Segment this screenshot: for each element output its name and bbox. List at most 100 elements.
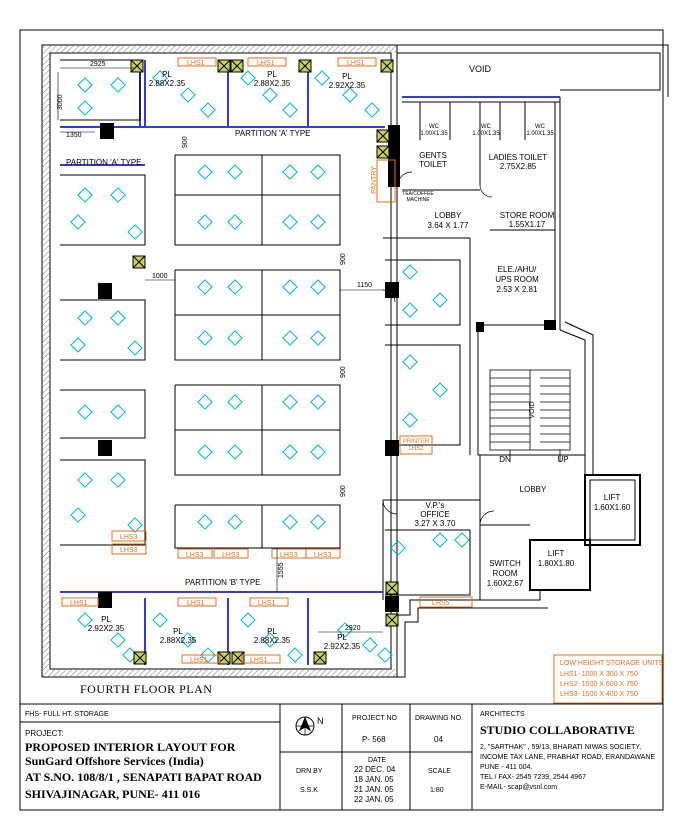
partition-a-left-label: PARTITION 'A' TYPE <box>66 158 142 167</box>
storage-legend-row: LHS1- 1000 X 300 X 750 <box>560 671 638 678</box>
architects-label: ARCHITECTS <box>480 711 525 718</box>
date-value: 22 JAN. 05 <box>354 795 394 804</box>
lhs-label: LHS1 <box>190 657 208 664</box>
lhs-label: LHS1 <box>257 60 275 67</box>
up-label: UP <box>557 455 568 464</box>
storage-legend-title: LOW HEIGHT STORAGE UNITS <box>560 660 664 667</box>
pantry-label: PANTRY <box>371 166 378 194</box>
lhs-label: LHS5 <box>432 600 450 607</box>
lhs-label: LHS1 <box>187 60 205 67</box>
doors <box>382 171 495 526</box>
storage-labels: LHS1 LHS1 LHS1 LHS3 LHS3 LHS3 LHS3 LHS3 … <box>70 60 450 664</box>
title-block-text: FHS- FULL HT. STORAGE PROJECT: PROPOSED … <box>25 711 655 804</box>
lobby-lower-label: LOBBY <box>520 485 547 494</box>
fhs-note: FHS- FULL HT. STORAGE <box>25 711 109 718</box>
date-label: DATE <box>368 757 386 764</box>
columns <box>98 123 556 612</box>
storage-legend-row: LHS3- 1500 X 400 X 750 <box>560 691 638 698</box>
drawing-no-label: DRAWING NO. <box>415 715 463 722</box>
staircase <box>489 369 571 462</box>
lhs-label: LHS1 <box>258 600 276 607</box>
dim-label: 1000 <box>152 273 168 280</box>
lhs-label: LHS3 <box>120 547 138 554</box>
date-value: 21 JAN. 05 <box>354 785 394 794</box>
gents-line1: GENTS <box>419 151 447 160</box>
project-label: PROJECT: <box>25 729 64 738</box>
dim-label: 900 <box>340 485 347 497</box>
project-line: AT S.NO. 108/8/1 , SENAPATI BAPAT ROAD <box>25 770 262 784</box>
wall-hatch-bottom <box>42 669 397 677</box>
partition-b-label: PARTITION 'B' TYPE <box>185 578 261 587</box>
partitions <box>60 60 560 665</box>
dim-label: 900 <box>340 253 347 265</box>
void-stair-label: VOID <box>529 401 536 418</box>
lhs-label: LHS1 <box>70 600 88 607</box>
lhs-label: LHS1 <box>347 60 365 67</box>
dim-label: 2925 <box>90 61 106 68</box>
storage-legend: LOW HEIGHT STORAGE UNITS LHS1- 1000 X 30… <box>560 660 664 698</box>
dim-label: 900 <box>340 366 347 378</box>
storage-units <box>61 57 663 704</box>
partition-a-top-label: PARTITION 'A' TYPE <box>235 129 311 138</box>
dim-label: 900 <box>182 136 189 148</box>
address-line: TEL / FAX- 2545 7239, 2544 4967 <box>480 774 586 781</box>
storage-legend-row: LHS2- 1500 X 600 X 750 <box>560 681 638 688</box>
firm-name: STUDIO COLLABORATIVE <box>480 723 635 737</box>
north-label: N <box>317 716 324 726</box>
address-line: INCOME TAX LANE, PRABHAT ROAD, ERANDAWAN… <box>480 754 655 761</box>
date-value: 18 JAN. 05 <box>354 775 394 784</box>
dim-label: 1555 <box>278 562 285 578</box>
address-line: 2, "SARTHAK" , 59/13, BHARATI NIWAS SOCI… <box>480 744 641 751</box>
lhs-label: LHS3 <box>314 552 332 559</box>
dim-label: 3000 <box>57 94 64 110</box>
dim-label: 2920 <box>345 625 361 632</box>
gents-line2: TOILET <box>419 160 447 169</box>
project-no: P- 568 <box>362 735 386 744</box>
dimension-labels: 2925 3000 1350 900 900 900 900 1000 1150… <box>57 61 385 633</box>
scale-value: 1:80 <box>430 787 444 794</box>
title-block-frame <box>20 703 663 810</box>
void-top-label: VOID <box>469 64 492 74</box>
plan-title: FOURTH FLOOR PLAN <box>80 682 213 696</box>
drn-by-label: DRN BY <box>296 768 323 775</box>
address-line: PUNE - 411 004. <box>480 764 532 771</box>
address-line: E-MAIL- scap@vsnl.com <box>480 784 557 791</box>
drn-by: S.S.K <box>300 787 318 794</box>
partition-labels: PARTITION 'A' TYPE PARTITION 'A' TYPE PA… <box>66 129 311 587</box>
lhs-label: LHS3 <box>280 552 298 559</box>
project-no-label: PROJECT NO <box>352 715 398 722</box>
drawing-no: 04 <box>434 735 443 744</box>
workstations <box>60 59 471 596</box>
lhs-label: LHS1 <box>187 600 205 607</box>
lhs-label: LHS3 <box>120 534 138 541</box>
dim-label: 1150 <box>357 282 372 289</box>
date-value: 22 DEC. 04 <box>354 765 396 774</box>
dim-label: 1350 <box>66 132 82 139</box>
wall-hatch-top <box>42 45 397 53</box>
lhs-label: LHS3 <box>186 552 204 559</box>
building-walls <box>41 44 669 678</box>
